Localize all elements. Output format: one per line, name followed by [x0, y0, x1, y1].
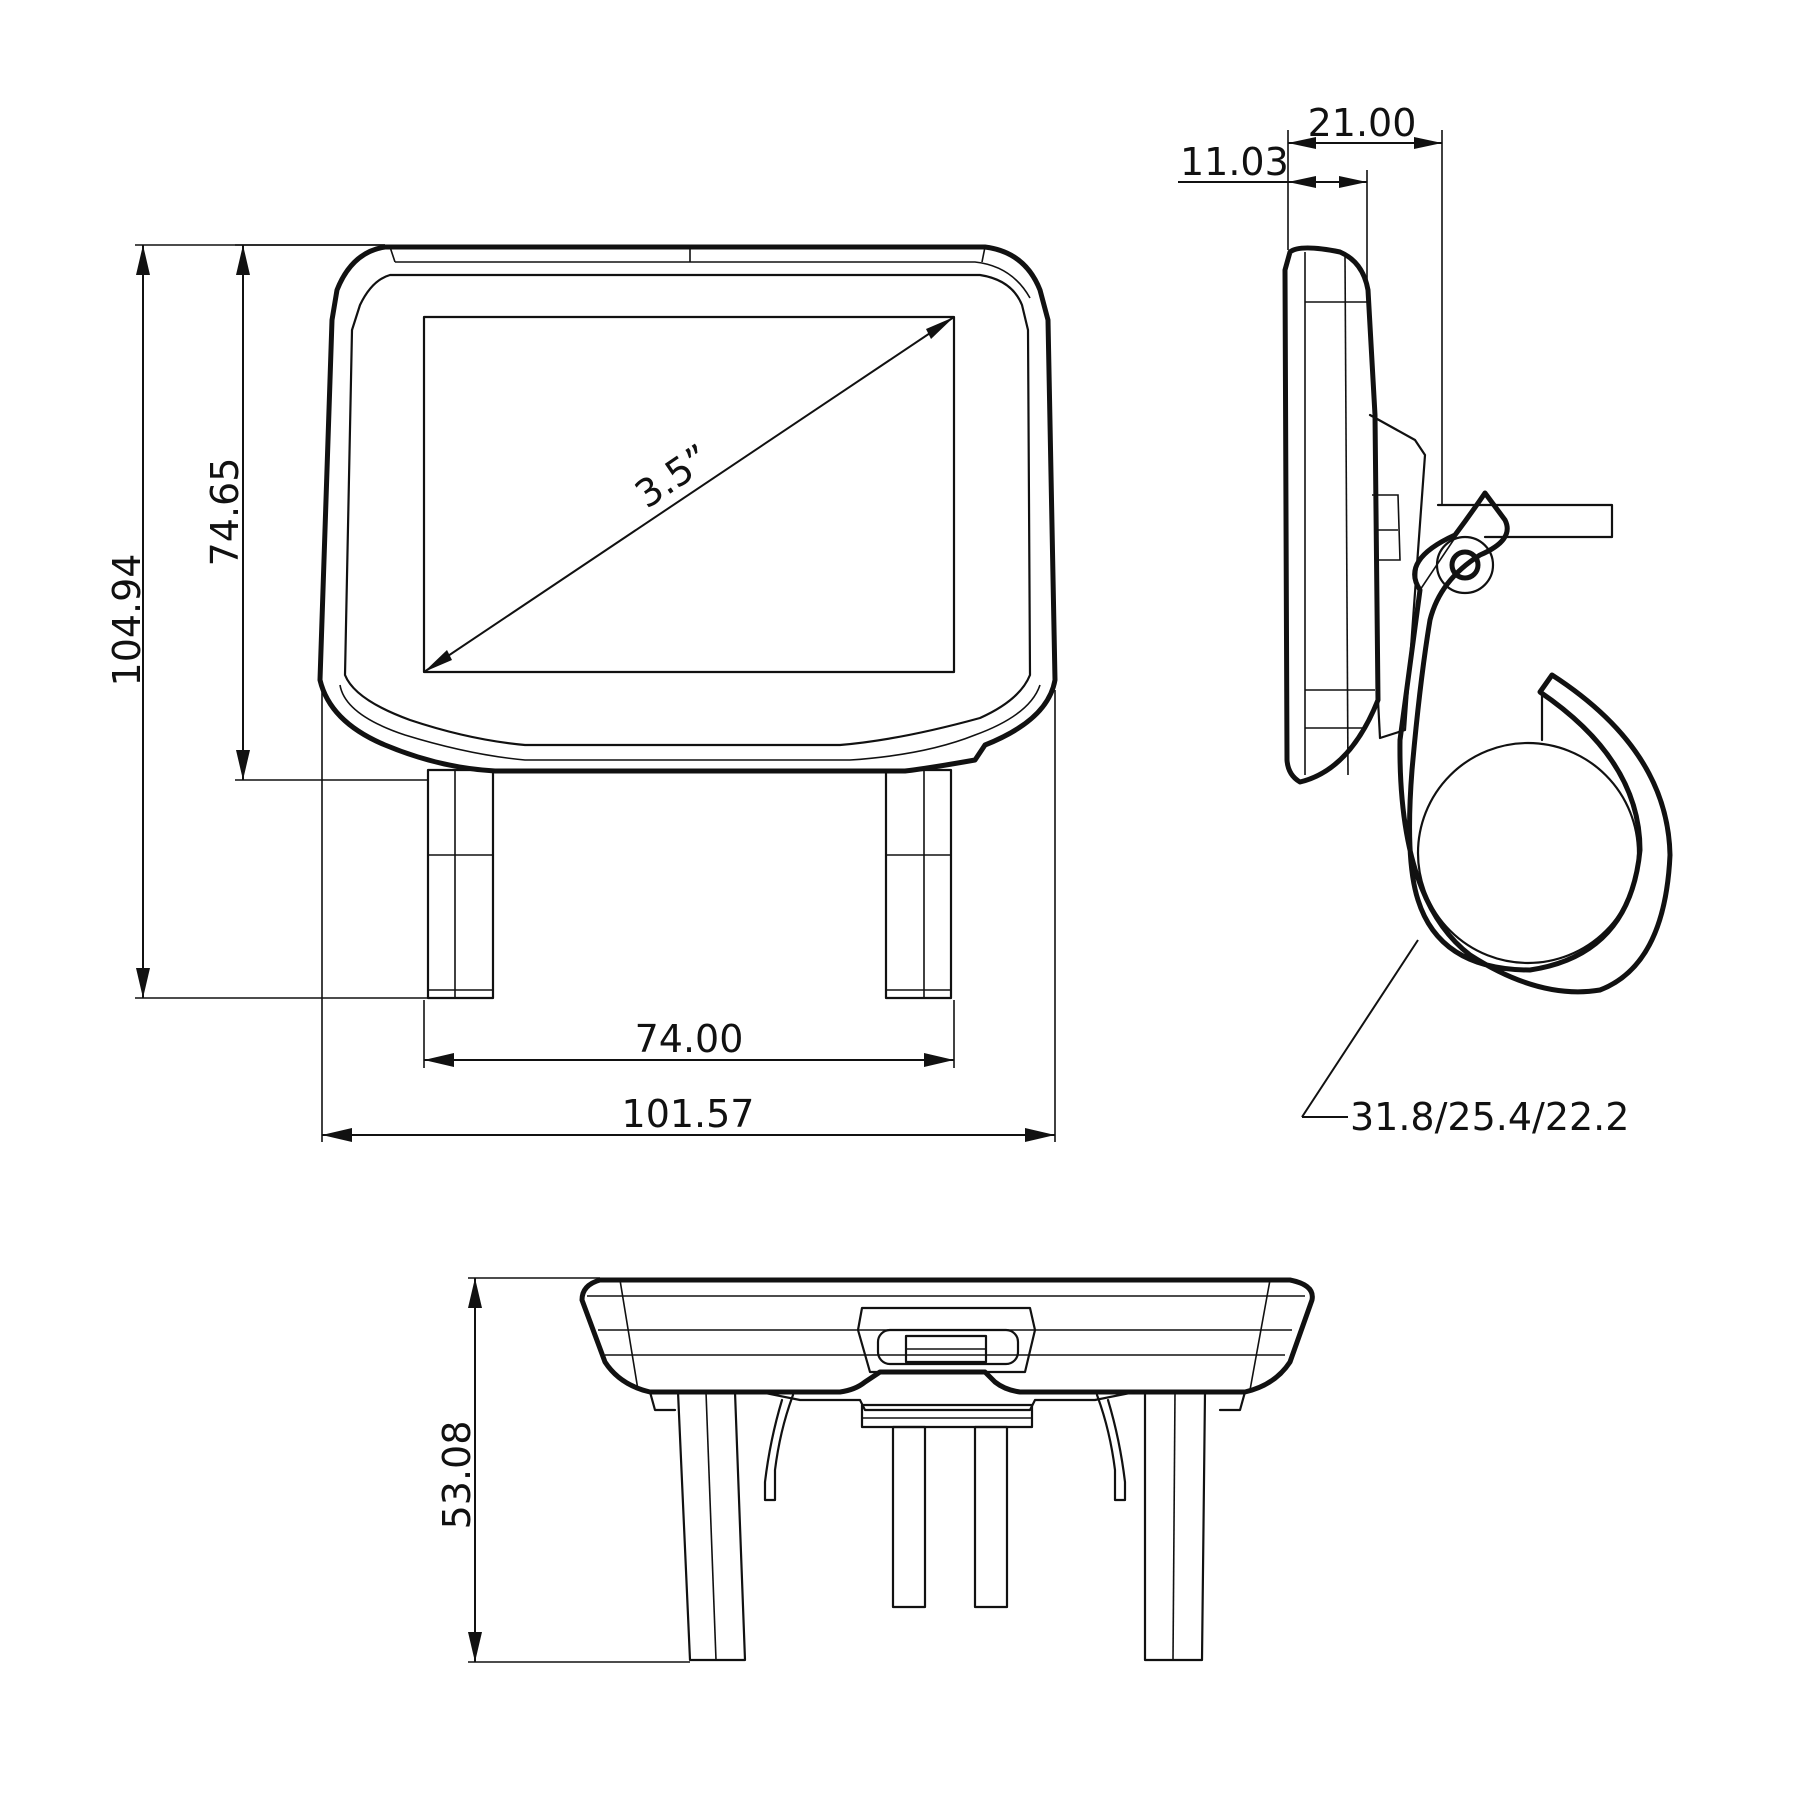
bottom-clamp-block	[860, 1403, 1034, 1429]
bottom-view: 53.08	[435, 1277, 1315, 1663]
dim-total-width: 101.57	[321, 690, 1056, 1142]
bottom-inner-post-right	[973, 1425, 1009, 1609]
dim-total-height-label: 104.94	[105, 554, 149, 687]
bottom-connector	[856, 1306, 1037, 1374]
side-display-body	[1282, 245, 1381, 785]
side-stem-bar	[1436, 503, 1614, 539]
side-clamp-tube	[1416, 741, 1640, 965]
side-rear-mount	[1368, 413, 1427, 740]
dim-total-width-label: 101.57	[622, 1092, 755, 1136]
clamp-size-label: 31.8/25.4/22.2	[1350, 1095, 1629, 1139]
clamp-size-leader: 31.8/25.4/22.2	[1301, 939, 1629, 1139]
bottom-bracket	[648, 1390, 1247, 1412]
dim-depth-total: 21.00	[1287, 101, 1443, 505]
bottom-right-arm	[1095, 1393, 1127, 1502]
dim-leg-span-label: 74.00	[635, 1017, 744, 1061]
dim-body-height: 74.65	[203, 244, 428, 781]
side-clamp	[1397, 490, 1673, 995]
bottom-left-leg	[676, 1390, 747, 1662]
bottom-inner-post-left	[891, 1425, 927, 1609]
screen-diagonal-line	[423, 316, 955, 673]
side-pivot-bolt-inner	[1449, 549, 1481, 581]
front-left-leg	[426, 768, 495, 1000]
bottom-left-arm	[763, 1393, 795, 1502]
dim-total-height: 104.94	[105, 244, 428, 999]
dim-bottom-height: 53.08	[435, 1277, 690, 1663]
dim-depth-body-label: 11.03	[1180, 140, 1289, 184]
side-view: 21.00 11.03 31.8/25.4/22.2	[1178, 101, 1673, 1139]
dim-depth-body: 11.03	[1178, 140, 1368, 290]
display-screen	[422, 315, 956, 674]
dim-body-height-label: 74.65	[203, 458, 247, 567]
front-bezel	[343, 273, 1032, 747]
side-pivot-bolt-outer	[1435, 535, 1495, 595]
front-view: 3.5” 104.94	[105, 244, 1058, 1142]
dim-leg-span: 74.00	[423, 1000, 955, 1068]
dim-bottom-height-label: 53.08	[435, 1421, 479, 1530]
front-right-leg	[884, 768, 953, 1000]
bottom-right-leg	[1143, 1390, 1207, 1662]
dim-depth-total-label: 21.00	[1308, 101, 1417, 145]
